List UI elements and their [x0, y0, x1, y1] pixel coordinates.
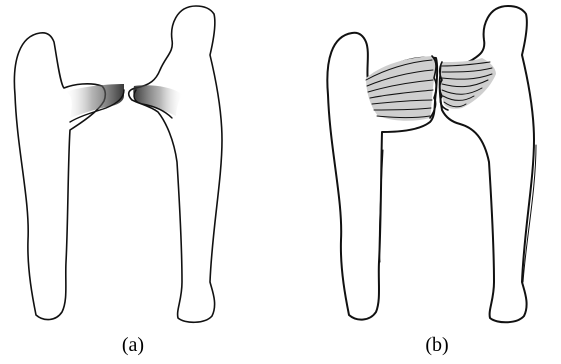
left-arm-layers-b	[366, 56, 436, 121]
right-figure-outline-a	[129, 6, 222, 322]
left-figure-outline-a	[14, 33, 105, 320]
left-arm-shading-a	[66, 84, 124, 118]
panel-label-b: (b)	[425, 334, 448, 356]
panel-a	[14, 6, 222, 322]
panel-b	[327, 6, 536, 322]
right-figure-outline-b	[440, 6, 534, 322]
right-leg-shadow-b	[523, 145, 536, 282]
right-arm-layers-b	[440, 58, 496, 110]
panel-label-a: (a)	[122, 334, 144, 356]
